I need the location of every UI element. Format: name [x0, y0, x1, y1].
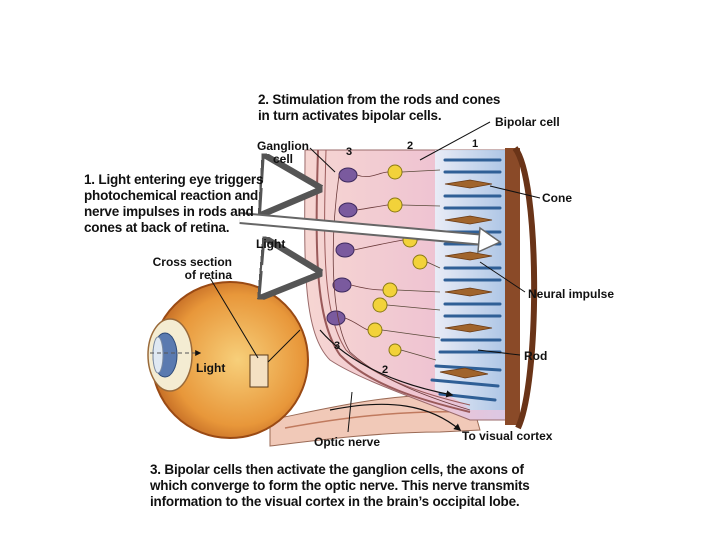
- label-light-top: Light: [256, 237, 286, 251]
- layer-number-2-bottom: 2: [382, 364, 389, 376]
- label-to-visual-cortex: To visual cortex: [462, 429, 553, 443]
- ganglion-cells: [326, 167, 358, 326]
- label-cone: Cone: [542, 191, 572, 205]
- light-arrows: [150, 185, 310, 356]
- cones: [439, 179, 493, 379]
- label-optic-nerve: Optic nerve: [314, 435, 381, 449]
- layer-number-2-top: 2: [407, 140, 414, 152]
- eyeball: [147, 281, 309, 439]
- layer-number-3-bottom: 3: [334, 340, 341, 352]
- layer-number-1-top: 1: [472, 138, 479, 150]
- layer-number-3-top: 3: [346, 146, 353, 158]
- caption-step-3: 3. Bipolar cells then activate the gangl…: [150, 462, 530, 509]
- caption-step-2: 2. Stimulation from the rods and cones i…: [258, 92, 501, 123]
- label-ganglion-cell: Ganglion cell: [257, 139, 309, 166]
- label-light-eye: Light: [196, 361, 226, 375]
- neural-impulse-arrow: [239, 212, 502, 254]
- optic-nerve-trunk: [269, 394, 481, 447]
- caption-step-1: 1. Light entering eye triggers photochem…: [84, 172, 264, 235]
- label-bipolar-cell: Bipolar cell: [495, 115, 560, 129]
- label-neural-impulse: Neural impulse: [528, 287, 615, 301]
- axon-fibers: [332, 171, 471, 411]
- label-cross-section: Cross section of retina: [152, 255, 232, 282]
- label-rod: Rod: [524, 349, 548, 363]
- cortex-arrows: [319, 329, 462, 431]
- leader-lines: [209, 121, 541, 433]
